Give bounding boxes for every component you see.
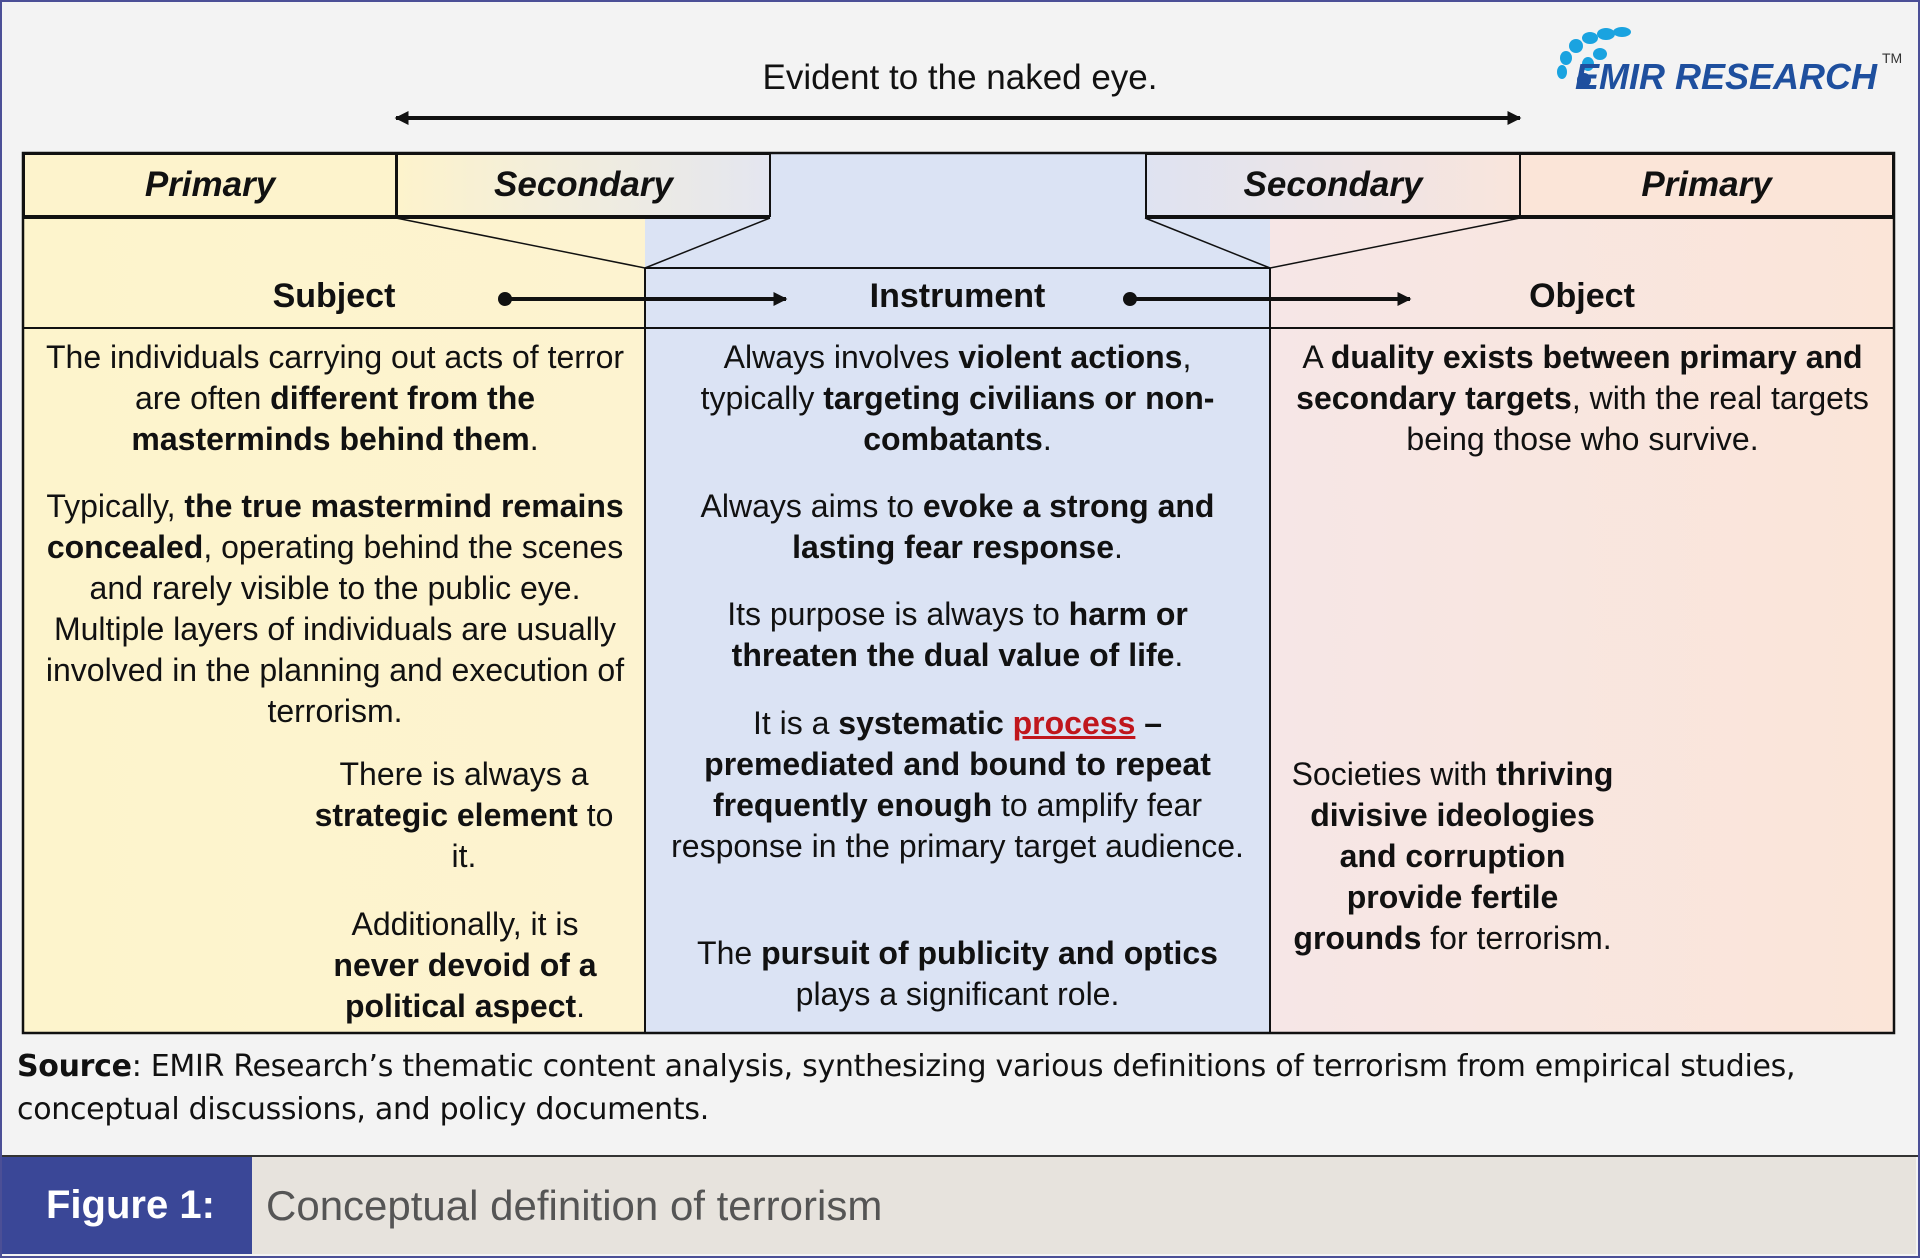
logo-text: EMIR RESEARCH	[1575, 56, 1878, 97]
process-link[interactable]: process	[1012, 705, 1136, 741]
instrument-paragraph-3: Its purpose is always to harm or threate…	[727, 596, 1188, 673]
object-paragraph-2: Societies with thriving divisive ideolog…	[1291, 756, 1614, 956]
instrument-paragraph-1: Always involves violent actions, typical…	[700, 339, 1215, 457]
emir-research-logo-icon	[1557, 27, 1631, 87]
header-right-primary: Primary	[1519, 153, 1894, 217]
logo-trademark: TM	[1882, 50, 1903, 66]
header-left-secondary: Secondary	[396, 153, 771, 217]
header-right-secondary: Secondary	[1145, 153, 1521, 217]
instrument-paragraph-5: The pursuit of publicity and optics play…	[697, 935, 1218, 1012]
subject-paragraph-1: The individuals carrying out acts of ter…	[45, 339, 625, 457]
object-paragraph-1: A duality exists between primary and sec…	[1296, 339, 1869, 457]
source-note: Source: EMIR Research’s thematic content…	[17, 1049, 1796, 1127]
subject-paragraph-2: Typically, the true mastermind remains c…	[45, 488, 625, 729]
object-title: Object	[1529, 277, 1635, 315]
header-left-primary: Primary	[23, 153, 397, 217]
top-caption: Evident to the naked eye.	[762, 58, 1158, 97]
instrument-paragraph-4: It is a systematic process – premediated…	[671, 705, 1244, 864]
figure-label: Figure 1:	[2, 1157, 252, 1254]
subject-title: Subject	[272, 277, 396, 315]
subject-paragraph-4: Additionally, it is never devoid of a po…	[333, 906, 597, 1024]
subject-paragraph-3: There is always a strategic element to i…	[314, 756, 614, 874]
figure-title: Conceptual definition of terrorism	[252, 1157, 1916, 1254]
instrument-paragraph-2: Always aims to evoke a strong and lastin…	[700, 488, 1215, 565]
footer-divider	[2, 1155, 1918, 1157]
instrument-title: Instrument	[869, 277, 1046, 315]
